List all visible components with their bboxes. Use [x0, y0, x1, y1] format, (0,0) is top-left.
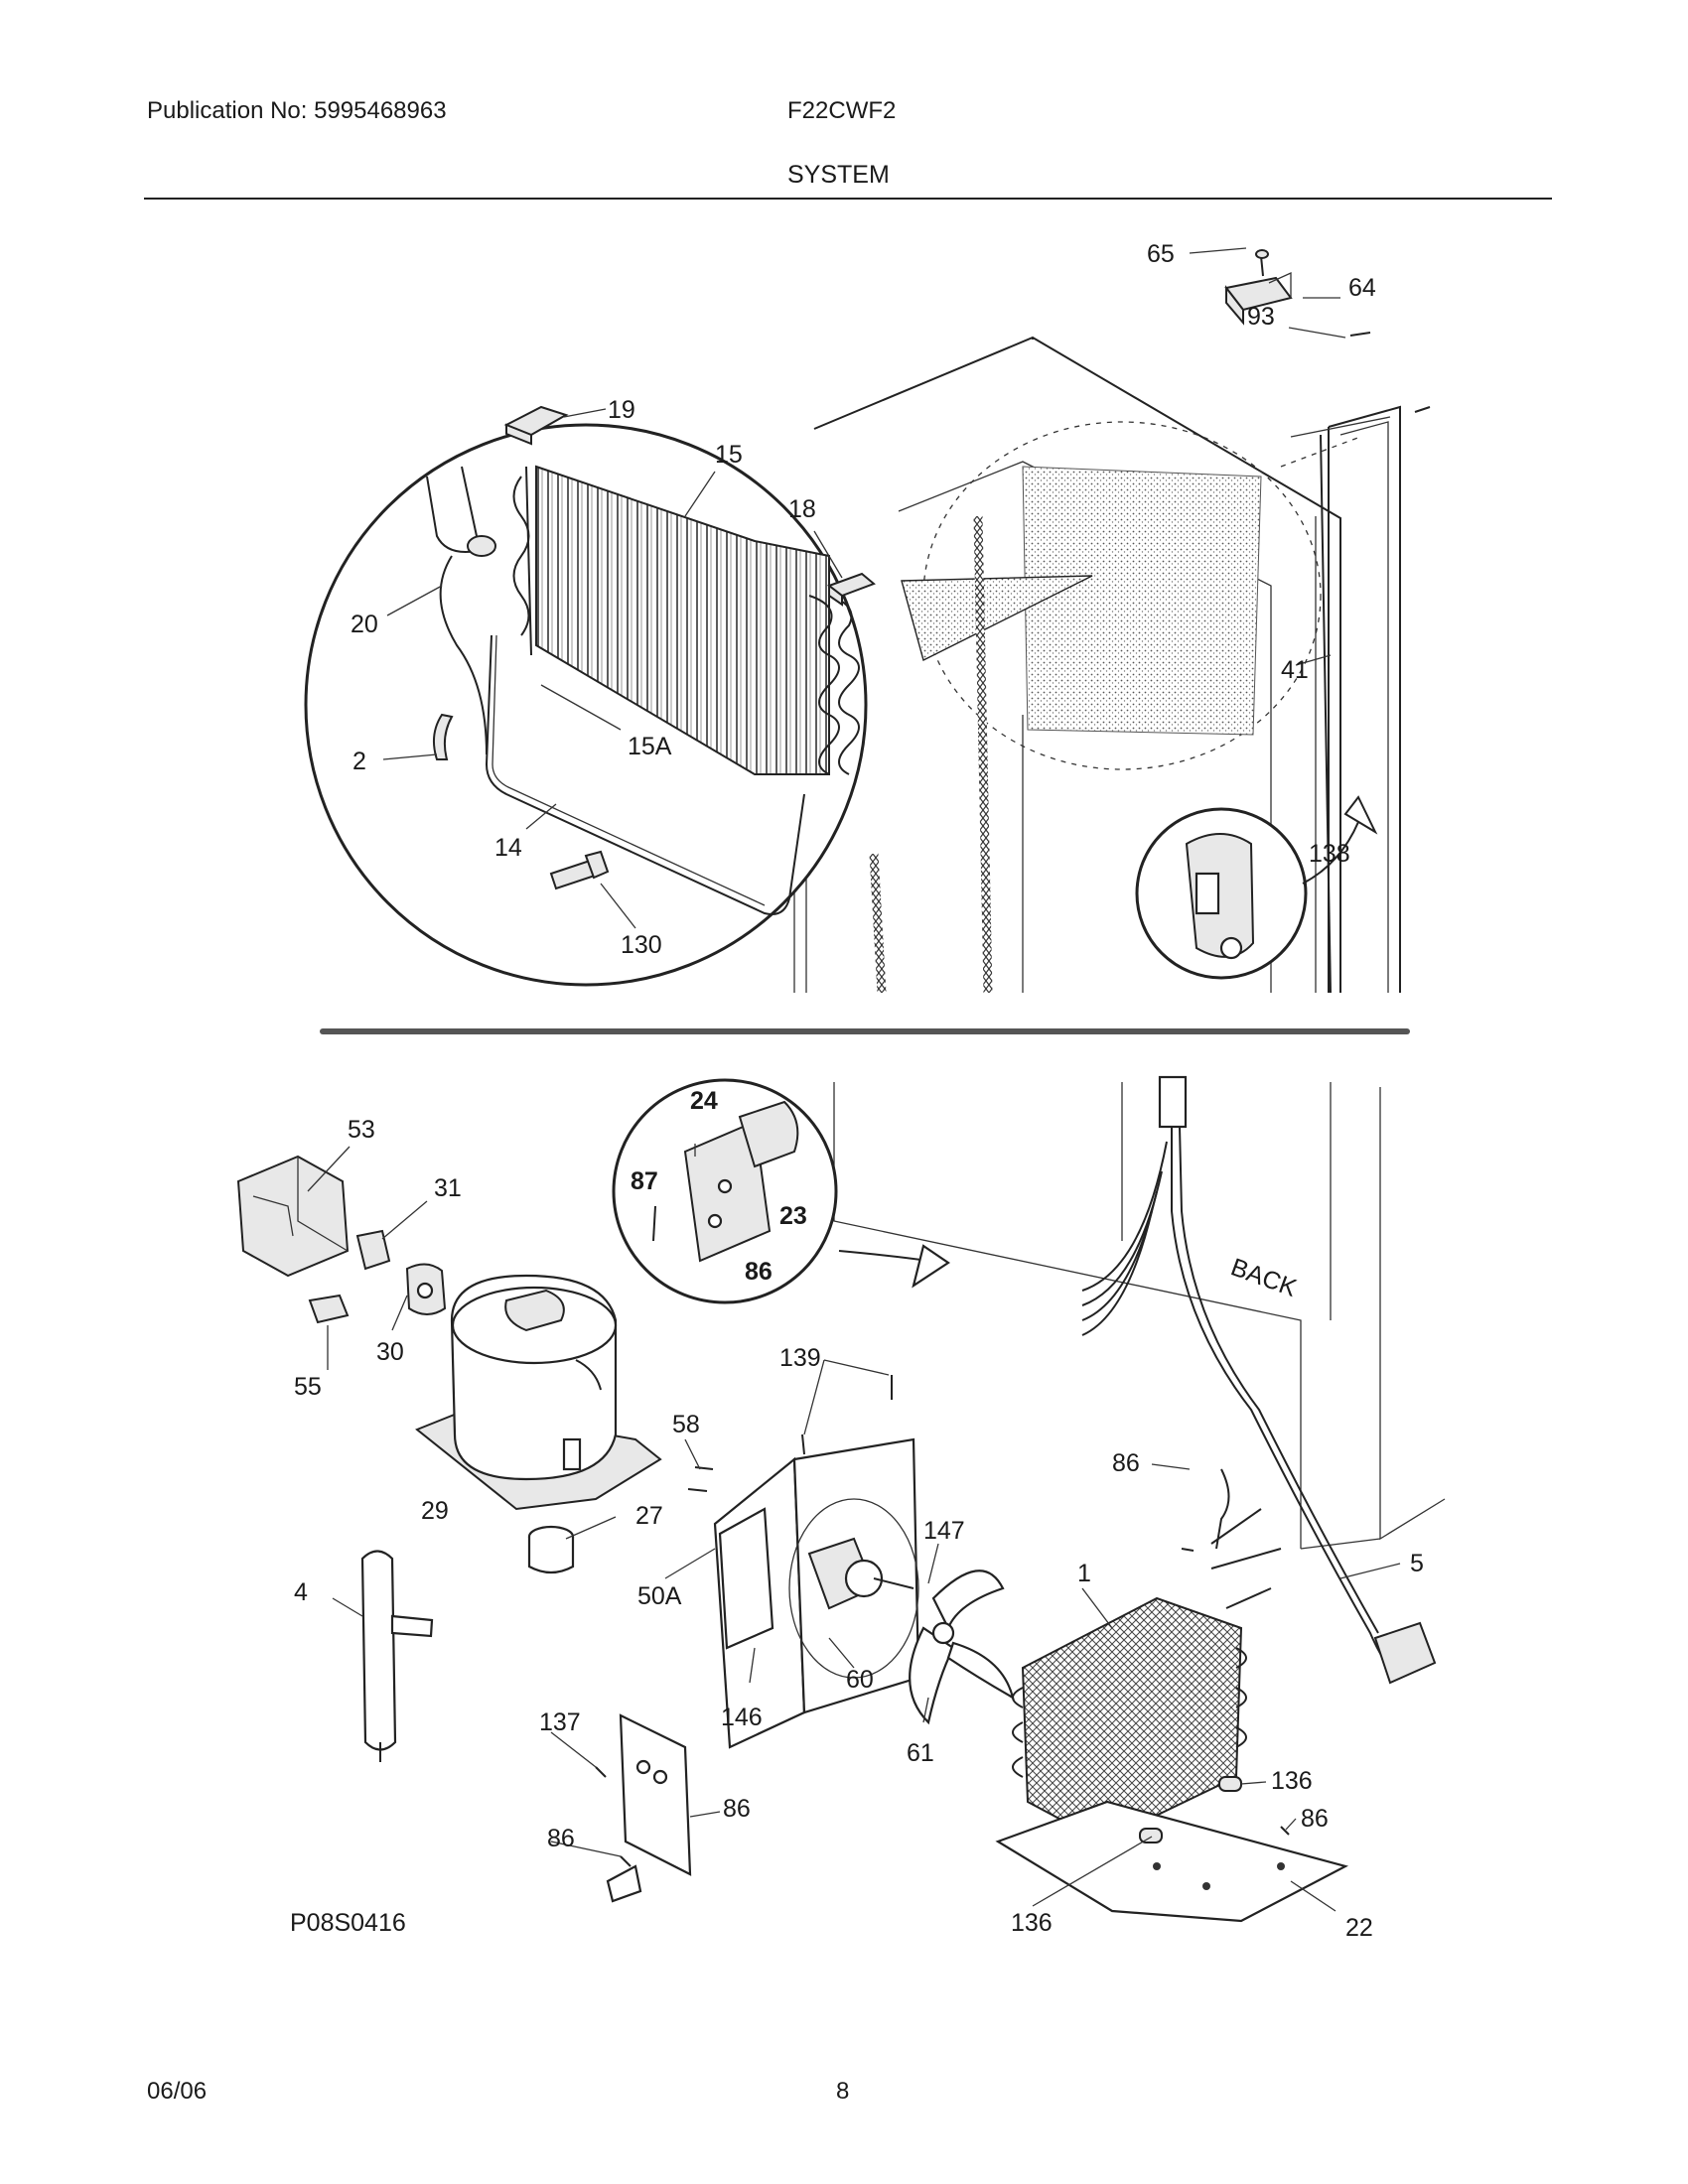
callout-label: 147 [923, 1517, 965, 1545]
callout-label: 87 [631, 1167, 658, 1195]
evaporator-coil [512, 465, 860, 775]
evaporator-shield-18 [826, 572, 876, 607]
grommets-136 [1139, 1776, 1242, 1843]
screws-86 [595, 1548, 1290, 1867]
model-number: F22CWF2 [787, 97, 897, 124]
callout-label: 18 [788, 495, 816, 523]
section-title: SYSTEM [787, 161, 890, 189]
header-divider [144, 198, 1552, 200]
evaporator-cover-opening [869, 421, 1322, 994]
fan-blade-61 [909, 1570, 1015, 1725]
relay-cover-53 [236, 1155, 350, 1278]
callout-label: 15 [715, 441, 743, 469]
screw-65 [1255, 249, 1269, 277]
switch-detail-circle [612, 1078, 950, 1304]
callout-label: 22 [1345, 1914, 1373, 1942]
diagram-code: P08S0416 [290, 1909, 406, 1937]
callout-label: 30 [376, 1338, 404, 1366]
callout-label: 130 [621, 931, 662, 959]
callout-label: 31 [434, 1174, 462, 1202]
callout-label: 93 [1247, 303, 1275, 331]
callout-label: 53 [348, 1116, 375, 1144]
leader-lines [307, 247, 1401, 1912]
publication-number: Publication No: 5995468963 [147, 97, 447, 124]
thermostat-64 [1224, 271, 1293, 326]
callout-label: 27 [635, 1502, 663, 1530]
callout-label: 50A [637, 1582, 682, 1610]
callout-label: 65 [1147, 240, 1175, 268]
callout-label: 20 [351, 611, 378, 638]
callout-label: 41 [1281, 656, 1309, 684]
power-cord-5 [1081, 1075, 1437, 1685]
callout-label: 19 [608, 396, 635, 424]
freezer-door-gasket-strip [1280, 434, 1361, 994]
screws-58 [687, 1466, 714, 1492]
motor-bracket-50a [718, 1507, 774, 1650]
footer-page-number: 8 [836, 2078, 850, 2105]
defrost-heater-tube [485, 634, 805, 915]
condenser-base-22 [995, 1800, 1348, 1923]
callout-label: 136 [1011, 1909, 1053, 1937]
condenser-coil-1 [1012, 1596, 1247, 1843]
callout-label: 86 [723, 1795, 751, 1823]
callout-label: 64 [1348, 274, 1376, 302]
compressor-29 [415, 1274, 662, 1511]
callout-label: 29 [421, 1497, 449, 1525]
defrost-thermostat-wire [426, 466, 496, 755]
callout-label: 139 [779, 1344, 821, 1372]
callout-label: 86 [1112, 1449, 1140, 1477]
grommet-27 [527, 1525, 575, 1574]
callout-label: 86 [745, 1258, 773, 1286]
footer-date: 06/06 [147, 2078, 208, 2105]
screw-93 [1349, 332, 1431, 413]
callout-label: 14 [494, 834, 522, 862]
callout-label: 1 [1077, 1560, 1091, 1587]
callout-label: 61 [907, 1739, 934, 1767]
screws-139 [801, 1375, 893, 1455]
capacitor-55 [308, 1294, 350, 1324]
callout-label: 2 [352, 748, 366, 775]
callout-label: 60 [846, 1666, 874, 1694]
defrost-limiter-clip [432, 713, 454, 760]
callout-label: 5 [1410, 1550, 1424, 1577]
screw-130 [549, 850, 610, 890]
callout-label: 146 [721, 1704, 763, 1731]
callout-label: 86 [1301, 1805, 1329, 1833]
callout-label: 24 [690, 1087, 718, 1115]
back-label: BACK [1227, 1253, 1301, 1302]
callout-label: 137 [539, 1708, 581, 1736]
cap-detail-circle [1135, 795, 1378, 980]
callout-label: 58 [672, 1411, 700, 1438]
overload-30 [405, 1263, 447, 1315]
callout-label: 86 [547, 1825, 575, 1852]
callout-label: 138 [1309, 840, 1350, 868]
callout-label: 4 [294, 1578, 308, 1606]
section-separator [320, 1028, 1410, 1034]
evaporator-shield-19 [503, 405, 569, 446]
fan-motor-60 [807, 1537, 914, 1610]
bracket-137 [606, 1713, 692, 1903]
relay-31 [355, 1229, 391, 1271]
callout-label: 55 [294, 1373, 322, 1401]
callout-label: 15A [628, 733, 672, 760]
evaporator-detail-circle [304, 405, 876, 987]
callout-labels: 65 64 93 19 15 18 20 41 2 15A 14 130 138… [294, 240, 1424, 1942]
cabinet-back-outline [833, 1082, 1446, 1550]
callout-label: 136 [1271, 1767, 1313, 1795]
drier-4 [360, 1550, 434, 1762]
callout-label: 23 [779, 1202, 807, 1230]
